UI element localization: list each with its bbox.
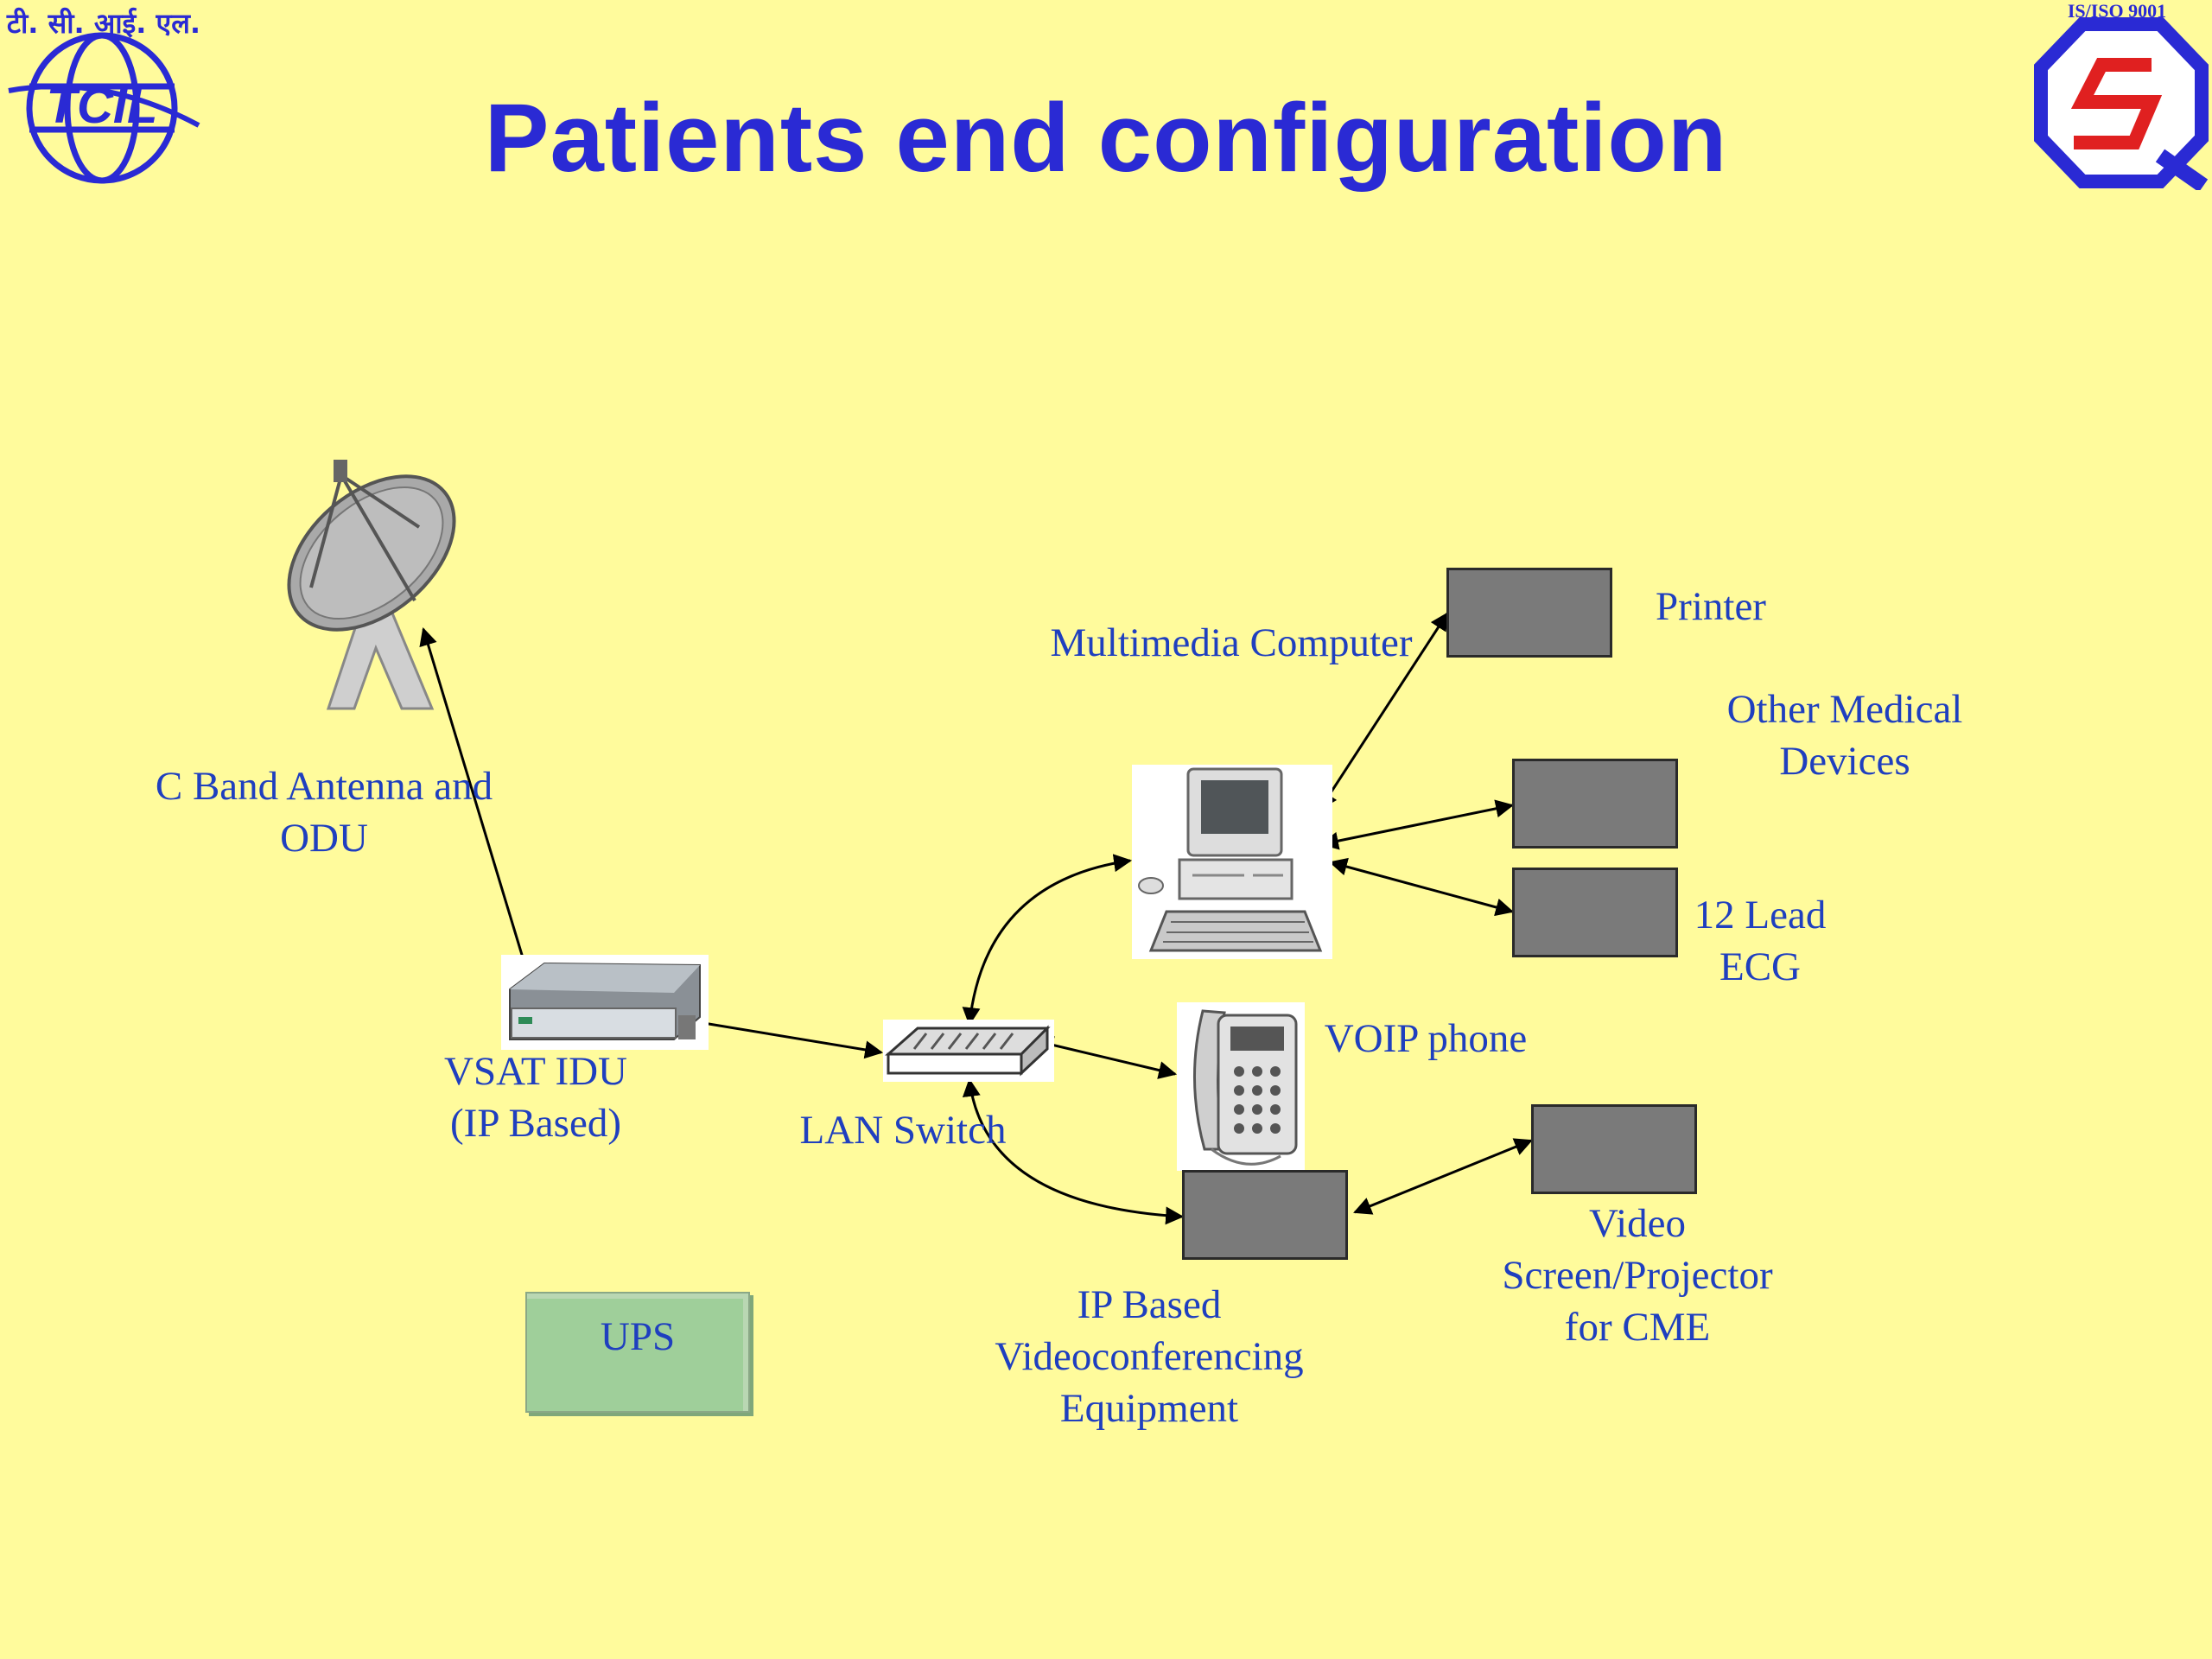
link-switch-videoconf — [962, 1077, 1185, 1225]
ups-label: UPS — [600, 1314, 676, 1359]
link-videoconf-screen — [1353, 1138, 1533, 1215]
link-vsat-switch — [680, 1013, 884, 1059]
link-antenna-vsat — [419, 626, 537, 995]
voip-phone-icon — [1177, 1002, 1305, 1171]
satellite-dish-icon — [287, 460, 456, 710]
vsat-label: VSAT IDU(IP Based) — [444, 1049, 627, 1146]
voip-label: VOIP phone — [1324, 1016, 1528, 1061]
ecg-box — [1512, 868, 1678, 957]
slide-title: Patients end configuration — [484, 84, 1728, 192]
tcil-hindi-text: टी. सी. आई. एल. — [6, 7, 200, 40]
printer-box — [1446, 568, 1612, 658]
ups-box — [525, 1292, 750, 1413]
link-computer-other-devices — [1319, 799, 1515, 850]
link-computer-ecg — [1328, 857, 1515, 917]
lan-switch-label: LAN Switch — [799, 1108, 1007, 1153]
link-switch-voip — [1034, 1036, 1178, 1079]
link-switch-computer — [962, 854, 1133, 1027]
video-screen-box — [1531, 1104, 1697, 1194]
tcil-logo: TCIL टी. सी. आई. एल. — [6, 7, 200, 184]
lan-switch-icon — [883, 1020, 1054, 1082]
link-computer-printer — [1319, 612, 1449, 810]
videoconferencing-box — [1182, 1170, 1348, 1260]
vsat-idu-icon — [501, 955, 709, 1050]
tcil-brand-text: TCIL — [47, 78, 158, 134]
multimedia-computer-label: Multimedia Computer — [1050, 620, 1413, 665]
iso-mark-logo — [2034, 17, 2209, 190]
printer-label: Printer — [1656, 584, 1766, 629]
desktop-computer-icon — [1132, 765, 1332, 959]
other-medical-devices-box — [1512, 759, 1678, 849]
